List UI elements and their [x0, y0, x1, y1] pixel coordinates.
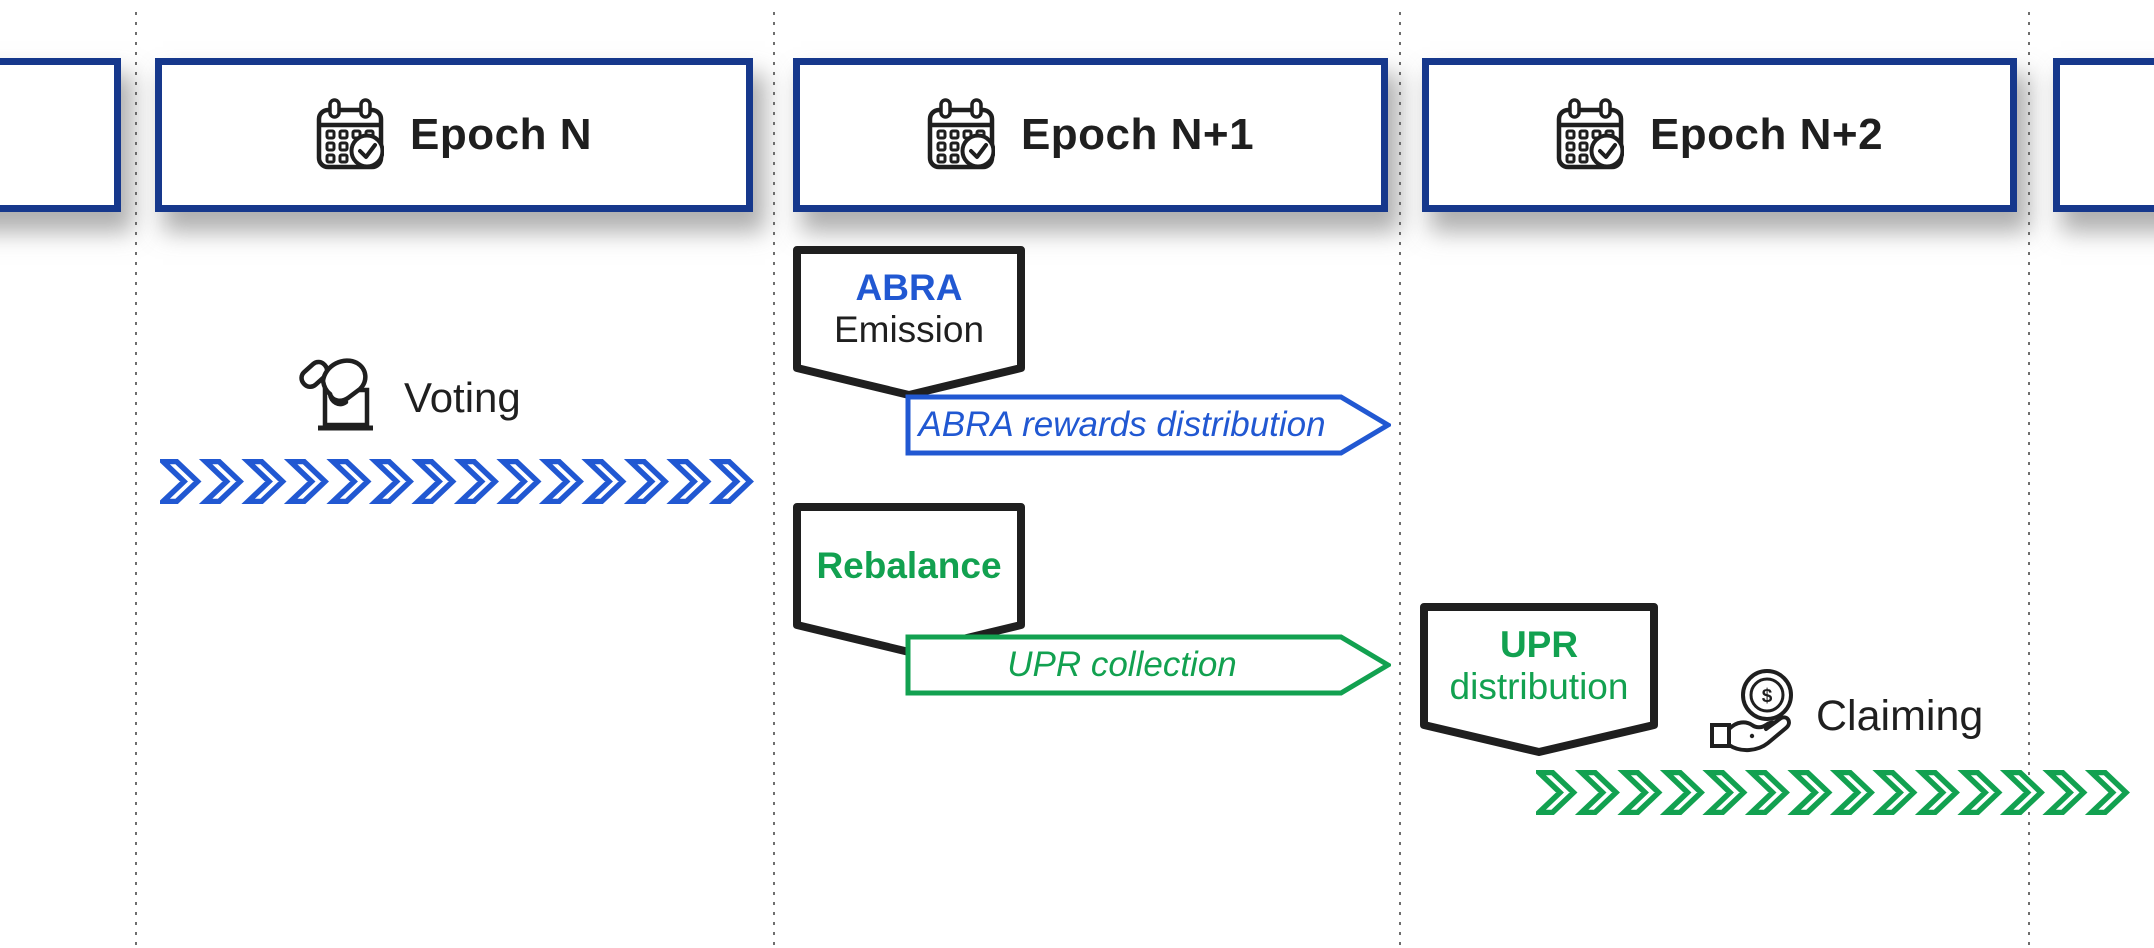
claiming-label: Claiming	[1816, 692, 1984, 740]
epoch-label: Epoch N	[410, 110, 592, 159]
upr-arrow-label: UPR collection	[1007, 645, 1237, 684]
epoch-box-partial-left	[0, 58, 121, 212]
rebalance-banner-title: Rebalance	[816, 544, 1002, 586]
upr-banner-title: UPR	[1499, 623, 1579, 665]
voting-chevron-arrow	[160, 459, 754, 504]
epoch-box-n: Epoch N	[155, 58, 753, 212]
arrow-outline-shape	[905, 634, 1391, 696]
abra-emission-banner: ABRA Emission	[793, 246, 1025, 400]
epoch-box-partial-right	[2053, 58, 2154, 212]
upr-distribution-banner: UPR distribution	[1420, 603, 1658, 757]
epoch-box-n-plus-1: Epoch N+1	[793, 58, 1388, 212]
banner-pentagon-shape	[1420, 603, 1658, 756]
voting-label: Voting	[404, 374, 521, 421]
upr-banner-subtitle: distribution	[1449, 666, 1629, 707]
epoch-divider-line	[135, 12, 137, 948]
upr-collection-arrow: UPR collection	[905, 634, 1391, 696]
svg-text:$: $	[1762, 686, 1773, 707]
abra-rewards-distribution-arrow: ABRA rewards distribution	[905, 394, 1391, 456]
abra-banner-subtitle: Emission	[833, 309, 985, 350]
epoch-divider-line	[1399, 12, 1401, 948]
epoch-label: Epoch N+1	[1020, 110, 1255, 159]
epoch-divider-line	[773, 12, 775, 948]
abra-banner-title: ABRA	[855, 266, 963, 308]
epoch-label: Epoch N+2	[1649, 110, 1884, 159]
coin-hand-icon: $	[1710, 668, 1800, 760]
arrow-outline-shape	[905, 394, 1391, 456]
rebalance-banner: Rebalance	[793, 503, 1025, 657]
epoch-box-n-plus-2: Epoch N+2	[1422, 58, 2017, 212]
epoch-divider-line	[2028, 12, 2030, 948]
claiming-chevron-arrow	[1536, 770, 2130, 815]
abra-arrow-label: ABRA rewards distribution	[918, 405, 1326, 444]
banner-pentagon-shape	[793, 246, 1025, 399]
calendar-check-icon	[927, 98, 995, 172]
calendar-check-icon	[1556, 98, 1624, 172]
calendar-check-icon	[316, 98, 385, 172]
ballot-hand-icon	[298, 350, 378, 434]
